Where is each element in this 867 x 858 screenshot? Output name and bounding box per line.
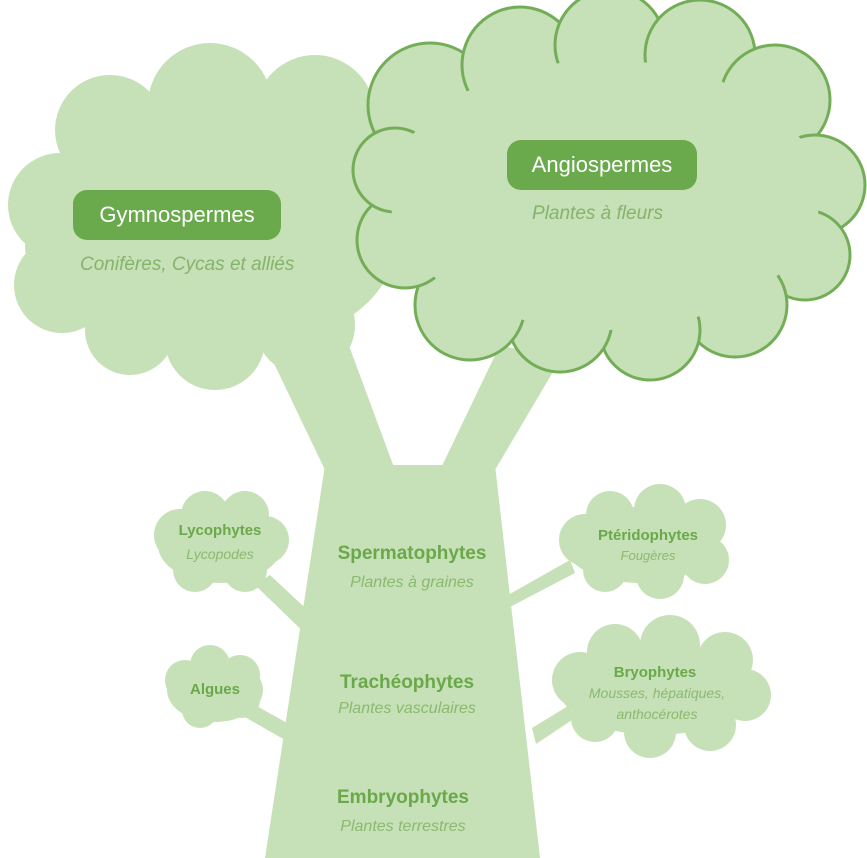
spermatophytes-title: Spermatophytes: [337, 543, 487, 564]
tracheophytes-subtitle: Plantes vasculaires: [338, 700, 476, 717]
lycophytes-cloud: [154, 491, 289, 592]
spermatophytes-subtitle: Plantes à graines: [350, 574, 474, 591]
embryophytes-subtitle: Plantes terrestres: [340, 818, 466, 835]
algues-cloud: [165, 645, 263, 728]
gymnospermes-title: Gymnospermes: [99, 202, 255, 227]
angiospermes-subtitle: Plantes à fleurs: [532, 203, 663, 224]
angiospermes-pill: Angiospermes: [507, 140, 697, 190]
angiosperm-branch: [440, 345, 560, 470]
gymnospermes-pill: Gymnospermes: [73, 190, 281, 240]
bryophytes-title: Bryophytes: [613, 664, 697, 681]
pteridophytes-subtitle: Fougères: [620, 548, 676, 563]
trunk: [265, 465, 540, 858]
bryophytes-subtitle-line1: Mousses, hépatiques,: [588, 685, 726, 701]
bryophytes-cloud: [552, 615, 771, 758]
lycophytes-subtitle: Lycopodes: [186, 546, 254, 562]
pteridophytes-cloud: [559, 484, 729, 599]
tracheophytes-title: Trachéophytes: [339, 672, 475, 693]
lycophytes-twig: [255, 575, 318, 640]
algues-title: Algues: [189, 681, 240, 698]
angiospermes-title: Angiospermes: [531, 152, 673, 177]
pteridophytes-twig: [508, 560, 575, 608]
bryophytes-subtitle-line2: anthocérotes: [616, 706, 698, 722]
lycophytes-title: Lycophytes: [178, 522, 262, 539]
angiospermes-crown-fill: [390, 60, 820, 330]
embryophytes-title: Embryophytes: [337, 787, 469, 808]
gymnospermes-subtitle: Conifères, Cycas et alliés: [80, 254, 295, 275]
bryophytes-twig: [532, 706, 575, 744]
pteridophytes-title: Ptéridophytes: [597, 527, 699, 544]
